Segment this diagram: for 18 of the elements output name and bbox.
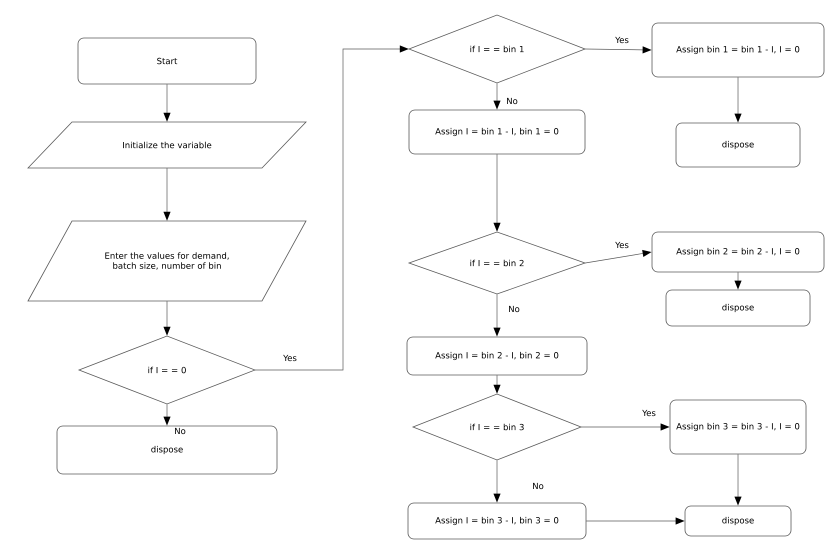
edge-label: Yes — [614, 240, 630, 250]
edge-label: Yes — [614, 36, 630, 44]
edge-label: No — [531, 482, 545, 490]
edge-label: No — [507, 304, 521, 314]
process-box: Assign bin 3 = bin 3 - I, I = 0 — [670, 400, 806, 454]
edge-label: No — [505, 96, 519, 106]
terminal-box: dispose — [676, 122, 800, 168]
process-box: Assign I = bin 3 - I, bin 3 = 0 — [408, 502, 586, 540]
process-box: Assign I = bin 1 - I, bin 1 = 0 — [408, 110, 586, 154]
process-box: Assign I = bin 2 - I, bin 2 = 0 — [406, 336, 588, 376]
edge-label: No — [173, 426, 187, 436]
process-box: Assign bin 1 = bin 1 - I, I = 0 — [652, 22, 824, 78]
terminal-box: Start — [78, 38, 256, 84]
edge-label: Yes — [282, 354, 298, 362]
terminal-box: dispose — [666, 290, 810, 326]
terminal-box: dispose — [684, 506, 792, 536]
process-box: Assign bin 2 = bin 2 - I, I = 0 — [652, 232, 824, 272]
edge-label: Yes — [641, 408, 657, 418]
